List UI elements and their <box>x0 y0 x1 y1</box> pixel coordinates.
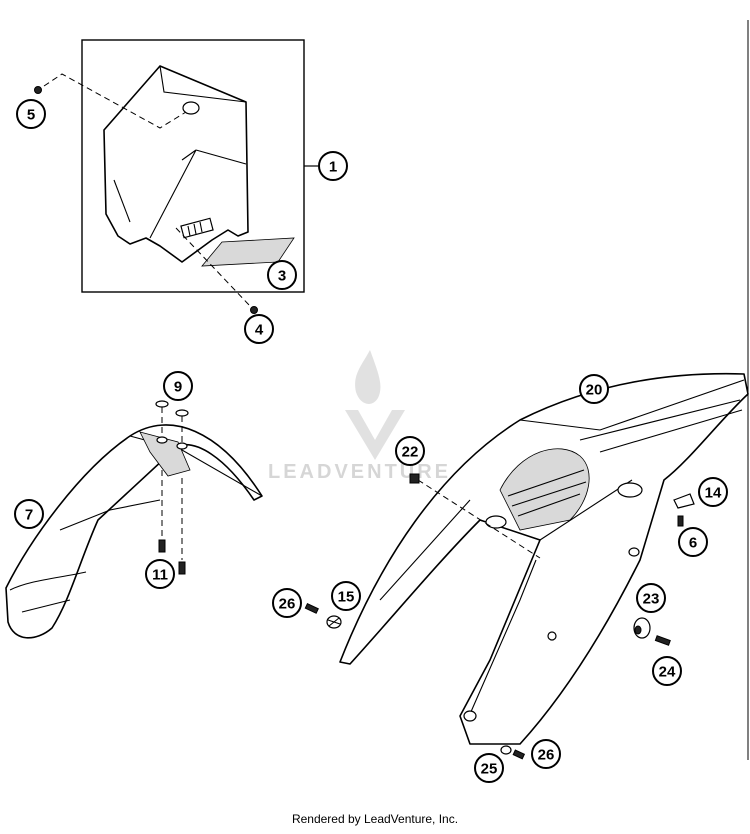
clip-14 <box>673 493 695 509</box>
callout-number: 4 <box>255 322 264 339</box>
callout-25: 25 <box>474 753 504 783</box>
callout-1: 1 <box>318 151 348 181</box>
callout-number: 14 <box>705 485 722 502</box>
callout-22: 22 <box>395 436 425 466</box>
screw-24 <box>654 635 671 646</box>
grommet-23 <box>633 617 651 639</box>
screw-26-lower <box>512 749 526 760</box>
screw-4 <box>250 306 258 314</box>
callout-11: 11 <box>145 559 175 589</box>
screw-26-upper <box>304 602 319 614</box>
callout-14: 14 <box>698 477 728 507</box>
washer-25 <box>500 745 512 755</box>
grommet-15 <box>326 615 342 629</box>
callout-26-lower: 26 <box>531 739 561 769</box>
callout-number: 24 <box>659 664 676 681</box>
callout-24: 24 <box>652 656 682 686</box>
callout-23: 23 <box>636 583 666 613</box>
watermark-logo: LEADVENTURE <box>268 350 451 483</box>
callout-4: 4 <box>244 314 274 344</box>
number-plate <box>103 65 249 263</box>
callout-26-upper: 26 <box>272 588 302 618</box>
callout-9: 9 <box>163 371 193 401</box>
callout-3: 3 <box>267 260 297 290</box>
callout-number: 1 <box>329 159 337 176</box>
rear-fender <box>339 372 749 745</box>
callout-number: 20 <box>586 382 603 399</box>
callout-6: 6 <box>678 527 708 557</box>
callout-7: 7 <box>14 499 44 529</box>
callout-number: 11 <box>152 567 168 584</box>
footer-credit: Rendered by LeadVenture, Inc. <box>291 812 459 826</box>
nut-22 <box>409 473 420 484</box>
callout-number: 7 <box>25 507 33 524</box>
front-fender <box>5 424 263 639</box>
watermark-text: LEADVENTURE <box>268 461 451 483</box>
callout-20: 20 <box>579 374 609 404</box>
callout-number: 23 <box>643 591 660 608</box>
callout-number: 9 <box>174 379 182 396</box>
screw-6 <box>677 515 684 527</box>
screw-11 <box>158 539 186 575</box>
screw-5 <box>34 86 42 94</box>
callout-number: 26 <box>279 596 296 613</box>
callout-number: 6 <box>689 535 697 552</box>
washer-9 <box>155 400 189 417</box>
callout-5: 5 <box>16 99 46 129</box>
callout-number: 25 <box>481 761 498 778</box>
callout-number: 3 <box>278 268 286 285</box>
callout-number: 5 <box>27 107 35 124</box>
callout-number: 26 <box>538 747 555 764</box>
callout-15: 15 <box>331 581 361 611</box>
callout-number: 22 <box>402 444 419 461</box>
callout-number: 15 <box>338 589 355 606</box>
